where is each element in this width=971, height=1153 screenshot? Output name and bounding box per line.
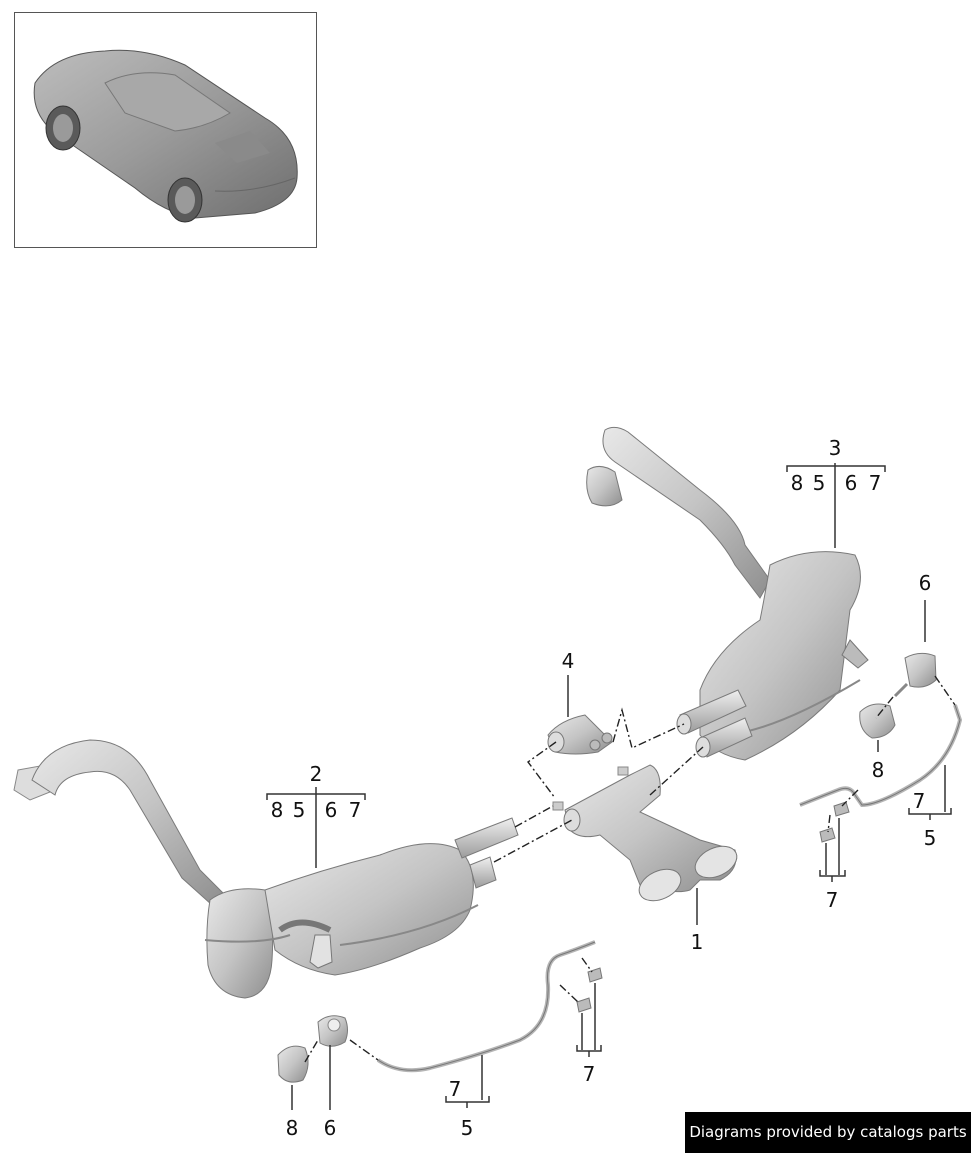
- cable-bottom[interactable]: [376, 940, 596, 1073]
- callout-5-bottom[interactable]: 5: [461, 1116, 474, 1140]
- callout-3[interactable]: 3: [829, 436, 842, 460]
- leader-lines: [266, 463, 952, 1110]
- clip-right-b[interactable]: [833, 801, 850, 817]
- clip-bottom-a[interactable]: [576, 997, 592, 1013]
- credit-text: Diagrams provided by catalogs parts: [689, 1123, 967, 1141]
- group3-item-7[interactable]: 7: [869, 471, 882, 495]
- callout-7-right-clips[interactable]: 7: [826, 888, 839, 912]
- clip-right-a[interactable]: [819, 827, 836, 843]
- callouts: 3 8 5 6 7 2 8 5 6 7 4 1 6 8 7 5 7 8 6 7 …: [271, 436, 937, 1140]
- cable-right[interactable]: [799, 704, 963, 808]
- group2-item-5[interactable]: 5: [293, 798, 306, 822]
- group3-item-8[interactable]: 8: [791, 471, 804, 495]
- clamp[interactable]: [547, 714, 613, 755]
- actuator-right[interactable]: [893, 652, 937, 698]
- group3-item-6[interactable]: 6: [845, 471, 858, 495]
- callout-7-right-bracket[interactable]: 7: [913, 789, 926, 813]
- clip-bottom-b[interactable]: [587, 967, 603, 983]
- callout-1[interactable]: 1: [691, 930, 704, 954]
- callout-4[interactable]: 4: [562, 649, 575, 673]
- callout-6-right[interactable]: 6: [919, 571, 932, 595]
- car-icon: [33, 49, 298, 223]
- callout-6-bottom[interactable]: 6: [324, 1116, 337, 1140]
- credit-banner: Diagrams provided by catalogs parts: [685, 1112, 971, 1153]
- group2-item-6[interactable]: 6: [325, 798, 338, 822]
- callout-5-right[interactable]: 5: [924, 826, 937, 850]
- callout-7-bottom-clips[interactable]: 7: [583, 1062, 596, 1086]
- rear-muffler-right[interactable]: [586, 426, 869, 761]
- cap-right[interactable]: [859, 703, 896, 739]
- tailpipe-twin[interactable]: [552, 764, 742, 907]
- callout-8-bottom[interactable]: 8: [286, 1116, 299, 1140]
- vehicle-thumbnail: [14, 12, 317, 248]
- cap-bottom[interactable]: [277, 1045, 309, 1083]
- group3-item-5[interactable]: 5: [813, 471, 826, 495]
- group2-item-8[interactable]: 8: [271, 798, 284, 822]
- assembly-lines: [304, 675, 956, 1063]
- callout-8-right[interactable]: 8: [872, 758, 885, 782]
- callout-7-bottom-bracket[interactable]: 7: [449, 1077, 462, 1101]
- rear-muffler-left[interactable]: [13, 739, 519, 999]
- actuator-bottom[interactable]: [317, 1015, 348, 1047]
- group2-item-7[interactable]: 7: [349, 798, 362, 822]
- callout-2[interactable]: 2: [310, 762, 323, 786]
